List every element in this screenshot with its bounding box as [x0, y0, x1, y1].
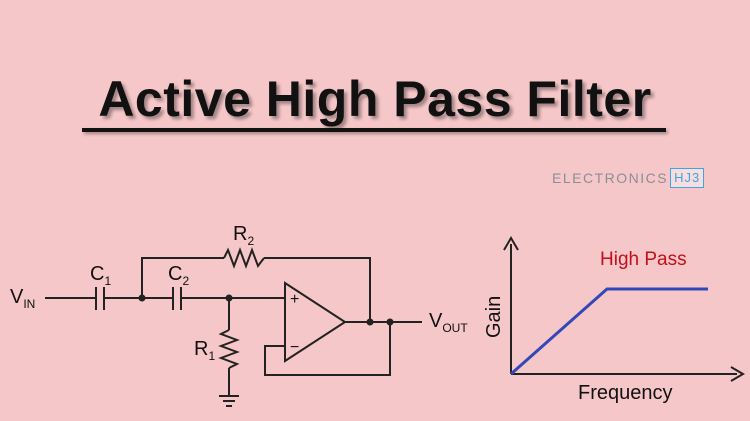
opamp-plus-label: +: [290, 291, 299, 308]
junction-node: [386, 318, 394, 326]
brand-word: ELECTRONICS: [552, 170, 669, 186]
junction-node: [366, 318, 374, 326]
y-axis-label: Gain: [483, 296, 505, 338]
page-title: Active High Pass Filter: [98, 71, 652, 127]
r2-zigzag: [223, 247, 265, 269]
circuit-schematic: [45, 247, 422, 407]
junctions: [138, 294, 394, 326]
c1-label: C1: [90, 263, 111, 288]
vin-label: VIN: [10, 286, 35, 311]
junction-node: [225, 294, 233, 302]
y-axis-arrow: [503, 236, 519, 251]
negative-feedback-wire: [264, 322, 391, 376]
x-axis-label: Frequency: [578, 382, 673, 404]
r2-right-wire: [264, 257, 371, 322]
brand-badge: HJ3: [670, 168, 705, 188]
junction-node: [138, 294, 146, 302]
opamp-triangle: [284, 281, 347, 363]
r2-label: R2: [233, 223, 254, 248]
r1-zigzag: [218, 329, 240, 369]
r1-label: R1: [194, 338, 215, 363]
high-pass-response-line: [510, 287, 708, 376]
r2-left-wire: [141, 257, 224, 298]
graph-axes: [503, 236, 745, 382]
opamp-minus-label: −: [290, 339, 299, 356]
x-axis-arrow: [730, 366, 745, 382]
c2-label: C2: [168, 263, 189, 288]
high-pass-label: High Pass: [600, 249, 687, 270]
vout-label: VOUT: [429, 310, 468, 335]
brand-logo: ELECTRONICS HJ3: [552, 168, 705, 188]
title-underline: [82, 128, 666, 132]
